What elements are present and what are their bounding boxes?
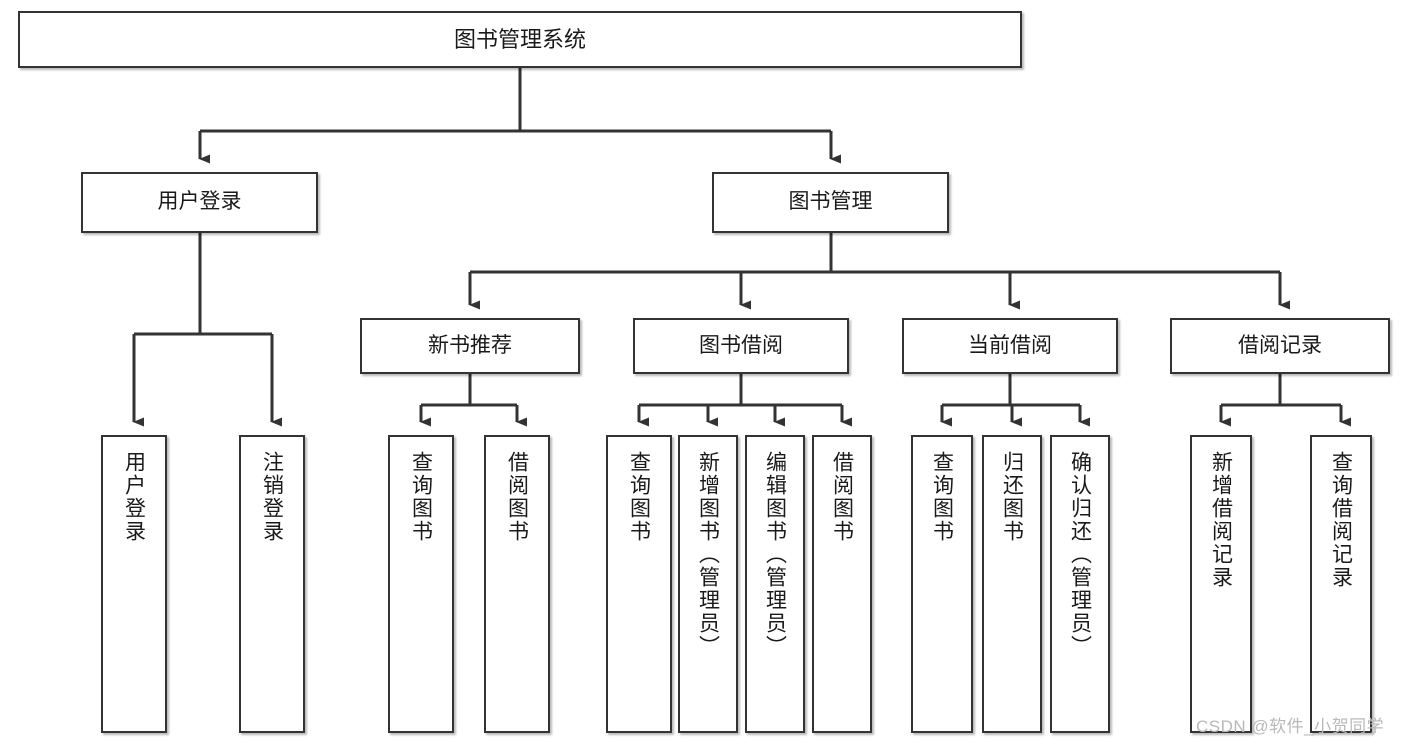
node-l_cur_confirm[interactable]: 确认归还（管理员） bbox=[1050, 435, 1110, 733]
node-l_rec_query[interactable]: 查询借阅记录 bbox=[1310, 435, 1372, 733]
node-label: 确认归还（管理员） bbox=[1068, 451, 1092, 658]
node-label: 归还图书 bbox=[1000, 451, 1024, 543]
node-label: 借阅图书 bbox=[505, 451, 529, 543]
node-bookmgmt[interactable]: 图书管理 bbox=[712, 172, 949, 233]
node-l_nb_borrow[interactable]: 借阅图书 bbox=[484, 435, 550, 733]
node-l_nb_query[interactable]: 查询图书 bbox=[388, 435, 454, 733]
node-label: 新增借阅记录 bbox=[1209, 451, 1233, 589]
node-l_rec_add[interactable]: 新增借阅记录 bbox=[1190, 435, 1252, 733]
node-label: 图书管理系统 bbox=[453, 26, 586, 52]
node-label: 借阅图书 bbox=[830, 451, 854, 543]
node-records[interactable]: 借阅记录 bbox=[1170, 318, 1390, 374]
node-login[interactable]: 用户登录 bbox=[81, 172, 318, 233]
node-label: 当前借阅 bbox=[968, 333, 1052, 357]
node-borrow[interactable]: 图书借阅 bbox=[633, 318, 849, 374]
node-label: 查询图书 bbox=[930, 451, 954, 543]
node-l_userlogin[interactable]: 用户登录 bbox=[101, 435, 167, 733]
node-label: 用户登录 bbox=[122, 451, 146, 543]
node-label: 查询借阅记录 bbox=[1329, 451, 1353, 589]
node-label: 图书借阅 bbox=[699, 333, 783, 357]
node-label: 用户登录 bbox=[157, 190, 242, 214]
node-label: 注销登录 bbox=[260, 451, 284, 543]
node-l_bw_edit[interactable]: 编辑图书（管理员） bbox=[745, 435, 805, 733]
node-l_bw_borrow[interactable]: 借阅图书 bbox=[812, 435, 872, 733]
node-root[interactable]: 图书管理系统 bbox=[18, 11, 1022, 68]
node-l_cur_return[interactable]: 归还图书 bbox=[982, 435, 1042, 733]
node-l_cur_query[interactable]: 查询图书 bbox=[911, 435, 973, 733]
node-label: 查询图书 bbox=[627, 451, 651, 543]
node-label: 编辑图书（管理员） bbox=[763, 451, 787, 658]
node-label: 图书管理 bbox=[788, 190, 873, 214]
csdn-watermark: CSDN @软件_小贺同学 bbox=[1196, 717, 1385, 736]
node-label: 新书推荐 bbox=[428, 333, 512, 357]
node-l_bw_query[interactable]: 查询图书 bbox=[606, 435, 672, 733]
node-l_bw_add[interactable]: 新增图书（管理员） bbox=[678, 435, 738, 733]
node-label: 新增图书（管理员） bbox=[696, 451, 720, 658]
node-current[interactable]: 当前借阅 bbox=[902, 318, 1118, 374]
node-l_logout[interactable]: 注销登录 bbox=[239, 435, 305, 733]
node-newbook[interactable]: 新书推荐 bbox=[360, 318, 580, 374]
node-label: 借阅记录 bbox=[1238, 333, 1322, 357]
node-label: 查询图书 bbox=[409, 451, 433, 543]
